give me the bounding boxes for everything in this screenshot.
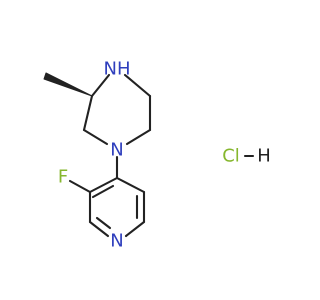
bond-nh-c6 — [123, 73, 152, 98]
bond-py-c2-n1-inner — [95, 216, 112, 230]
stereo-wedge-bond — [43, 72, 93, 97]
atom-label-nh: NH — [104, 59, 131, 80]
bond-py-c2-n1 — [88, 220, 110, 238]
structure-drawing: NH N N F Cl H — [43, 59, 271, 252]
bond-py-c4-c3 — [88, 176, 119, 194]
bond-n4-c3 — [82, 128, 109, 146]
atom-label-n-pyridine: N — [110, 231, 123, 252]
bond-c3-c2 — [82, 94, 94, 132]
bond-py-c5-c4 — [115, 176, 146, 194]
atom-label-fluorine: F — [58, 167, 68, 188]
molecule-canvas: NH N N F Cl H — [43, 58, 271, 252]
bond-nh-c2 — [90, 73, 111, 98]
bond-py-c3-c3-inner — [91, 184, 115, 199]
atom-label-chlorine: Cl — [222, 146, 240, 167]
bond-c5-n4 — [125, 128, 152, 146]
atom-label-n-piperazine: N — [110, 140, 123, 161]
bond-c-f — [68, 179, 92, 194]
bond-py-n1-c6 — [124, 220, 146, 238]
atom-label-hydrogen: H — [257, 146, 271, 167]
